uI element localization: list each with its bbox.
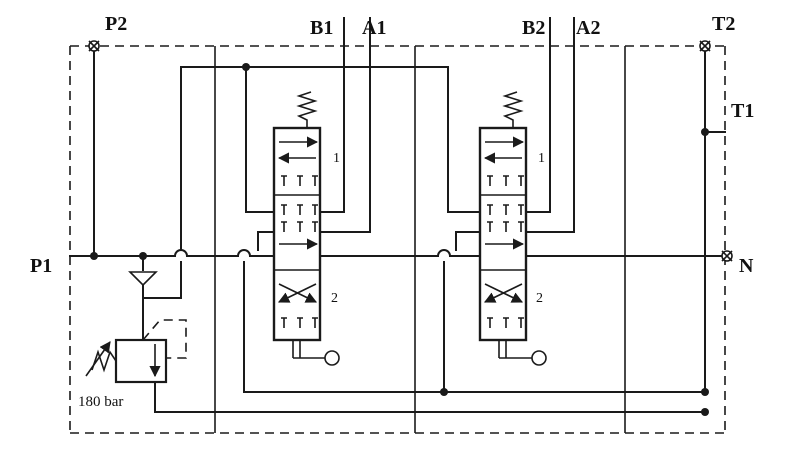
port-label-a1: A1 [362, 17, 386, 39]
return-spring-icon [296, 91, 318, 128]
relief-setting-label: 180 bar [78, 394, 123, 410]
pressure-relief-valve [85, 297, 187, 384]
port-label-p2: P2 [105, 13, 127, 35]
return-spring-icon [502, 91, 524, 128]
parallel-supply-line [128, 63, 481, 299]
lever-knob-icon [324, 350, 340, 366]
port-label-b1: B1 [310, 17, 333, 39]
port-plug-t2 [699, 40, 711, 52]
valve2-position-1-label: 1 [538, 151, 545, 166]
spool-valve-1 [272, 91, 340, 366]
relief-spring-icon [91, 349, 117, 373]
port-label-n: N [739, 255, 754, 277]
port-label-t1: T1 [731, 100, 754, 122]
pressure-gallery [69, 45, 729, 260]
port-label-p1: P1 [30, 255, 52, 277]
port-label-a2: A2 [576, 17, 600, 39]
valve-body-boundary [69, 45, 726, 434]
lever-knob-icon [531, 350, 547, 366]
port-label-t2: T2 [712, 13, 735, 35]
port-label-b2: B2 [522, 17, 545, 39]
valve1-position-1-label: 1 [333, 151, 340, 166]
valve2-position-2-label: 2 [536, 291, 543, 306]
tank-return-line [154, 45, 726, 416]
work-port-lines [257, 17, 575, 251]
valve1-position-2-label: 2 [331, 291, 338, 306]
spool-valve-2 [478, 91, 547, 366]
port-plug-p2 [88, 40, 100, 52]
port-plug-n [721, 250, 733, 262]
